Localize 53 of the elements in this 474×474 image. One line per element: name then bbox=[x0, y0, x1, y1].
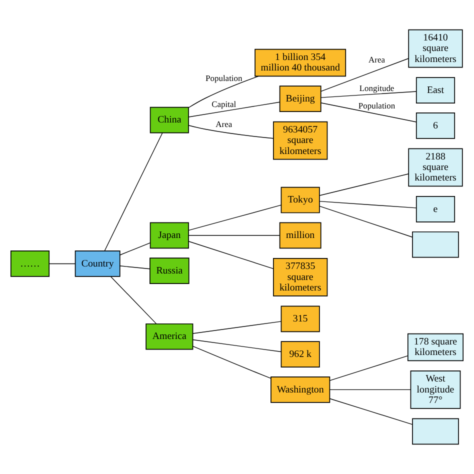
node-box: 9634057 square kilometers bbox=[273, 121, 328, 160]
node-box: Tokyo bbox=[280, 186, 320, 214]
connector bbox=[320, 102, 417, 122]
connector bbox=[319, 206, 413, 238]
connector bbox=[188, 235, 280, 236]
connector bbox=[104, 132, 163, 252]
connector bbox=[329, 389, 411, 390]
node-box: Washington bbox=[270, 376, 330, 403]
connector bbox=[320, 91, 417, 98]
connector bbox=[48, 263, 76, 264]
node-box bbox=[412, 231, 459, 258]
connector bbox=[188, 76, 259, 108]
connector bbox=[188, 125, 274, 139]
node-box: Japan bbox=[150, 222, 189, 249]
node-box: America bbox=[146, 323, 194, 350]
node-box: 178 square kilometers bbox=[407, 333, 464, 362]
connector bbox=[188, 241, 274, 269]
edge-label: Area bbox=[216, 118, 232, 129]
node-box: 377835 square kilometers bbox=[273, 258, 328, 296]
connector bbox=[320, 58, 409, 92]
connector bbox=[110, 276, 157, 324]
connector bbox=[192, 321, 282, 334]
node-box: 962 k bbox=[280, 341, 320, 368]
node-box: 315 bbox=[280, 306, 320, 332]
connector bbox=[329, 355, 408, 381]
connector bbox=[188, 102, 280, 118]
edge-label: Population bbox=[358, 100, 396, 110]
connector bbox=[120, 242, 151, 256]
connector bbox=[188, 204, 282, 231]
node-box: West longitude 77° bbox=[410, 370, 461, 409]
node-box: …… bbox=[10, 250, 50, 277]
node-box: Russia bbox=[150, 258, 190, 284]
node-box: China bbox=[150, 106, 189, 134]
edge-label: Longitude bbox=[359, 82, 394, 93]
node-box: 1 billion 354 million 40 thousand bbox=[254, 48, 346, 77]
connector bbox=[120, 266, 150, 270]
connector bbox=[192, 346, 272, 379]
connector bbox=[192, 339, 282, 352]
node-box: 6 bbox=[416, 112, 456, 139]
node-box: East bbox=[416, 77, 456, 104]
node-box: e bbox=[416, 196, 456, 222]
node-box: million bbox=[279, 222, 322, 249]
connector bbox=[319, 200, 417, 208]
connector bbox=[319, 174, 409, 196]
edge-label: Capital bbox=[212, 99, 236, 110]
node-box: Beijing bbox=[279, 86, 322, 112]
node-box: Country bbox=[74, 250, 120, 277]
edge-label: Area bbox=[368, 54, 386, 64]
node-box bbox=[412, 418, 459, 445]
node-box: 16410 square kilometers bbox=[408, 29, 463, 68]
connector bbox=[329, 398, 413, 425]
node-box: 2188 square kilometers bbox=[408, 148, 463, 187]
edge-label: Population bbox=[206, 72, 242, 83]
